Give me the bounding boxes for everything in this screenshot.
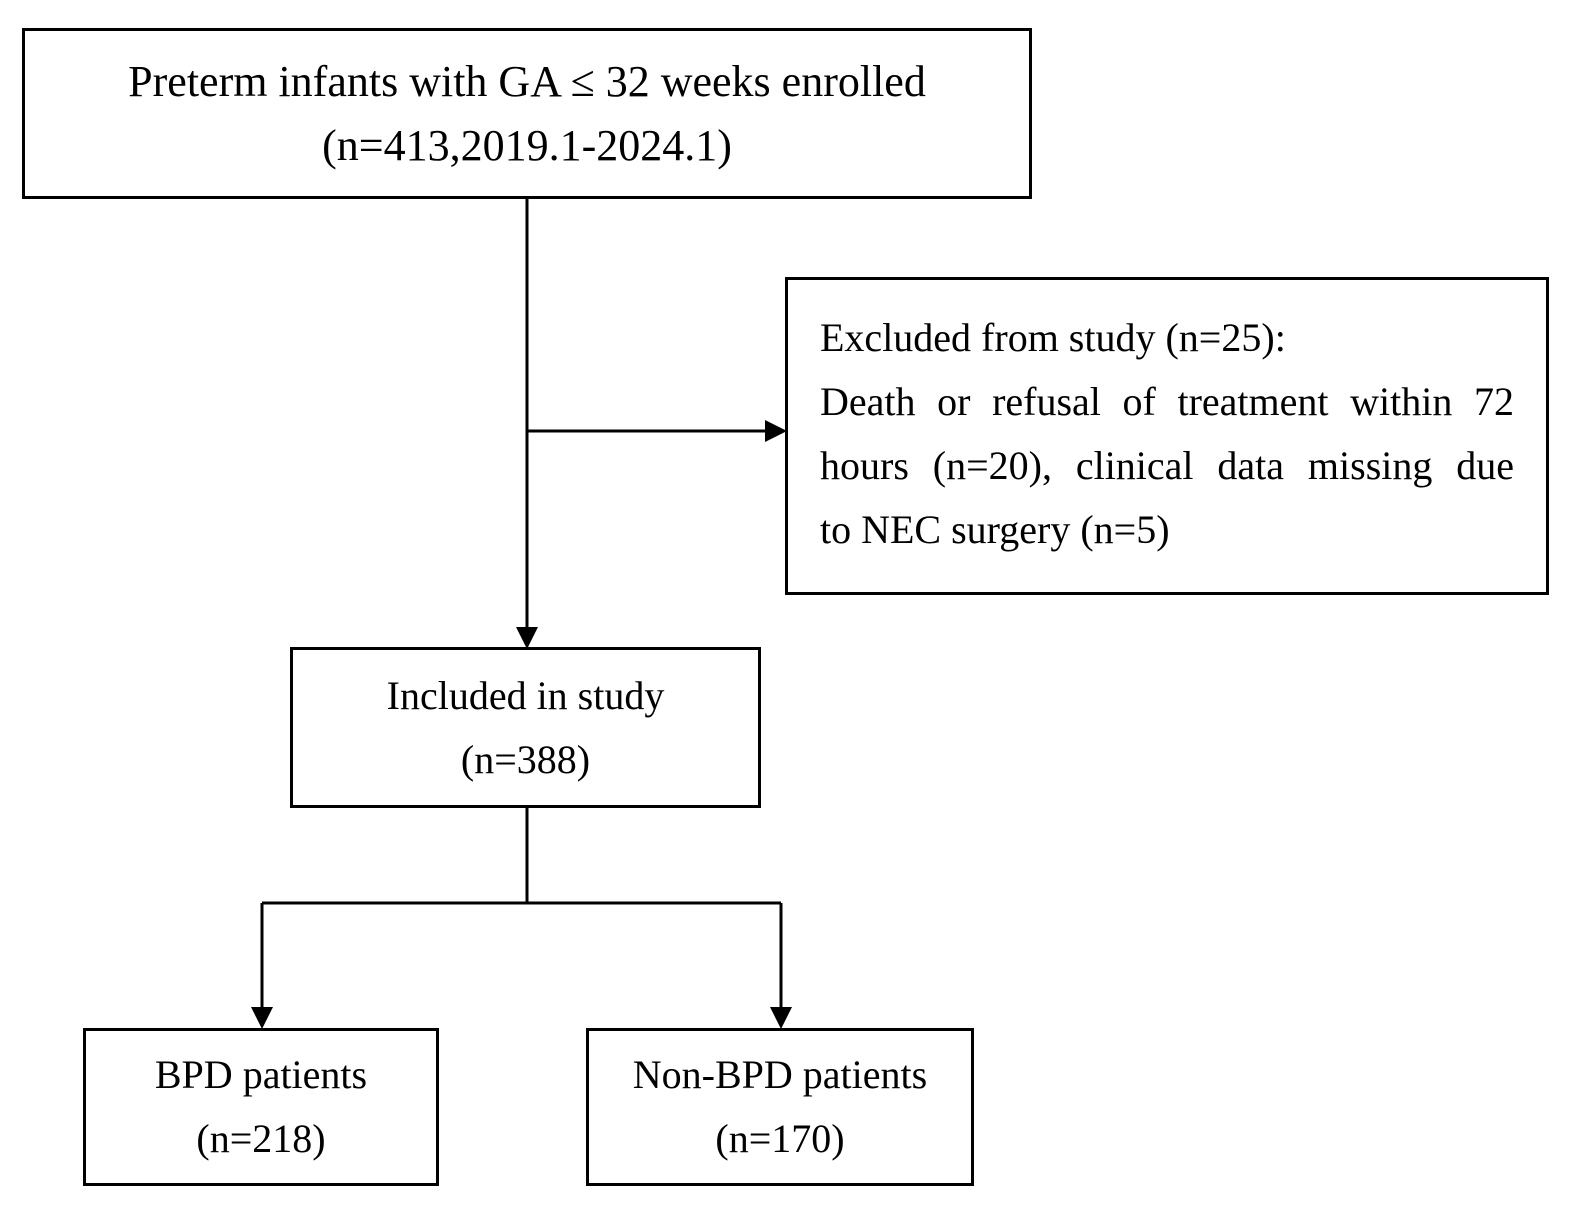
bpd-title: BPD patients [154,1052,368,1097]
included-box: Included in study (n=388) [290,647,761,808]
excluded-reason-line-2: hours (n=20), clinical data missing due [820,443,1514,488]
arrowhead-bpd [251,1007,273,1029]
enrolled-count: (n=413,2019.1-2024.1) [322,120,732,170]
bpd-count: (n=218) [196,1116,326,1161]
excluded-reason-line-1: Death or refusal of treatment within 72 [820,379,1514,424]
non-bpd-count: (n=170) [715,1116,845,1161]
included-count: (n=388) [460,736,591,782]
non-bpd-box: Non-BPD patients (n=170) [586,1028,974,1186]
bpd-box: BPD patients (n=218) [83,1028,439,1186]
enrolled-title: Preterm infants with GA ≤ 32 weeks enrol… [128,56,926,106]
arrowhead-nonbpd [770,1007,792,1029]
excluded-reason-line-3: to NEC surgery (n=5) [820,507,1170,552]
arrowhead-excluded [765,420,787,442]
non-bpd-title: Non-BPD patients [632,1052,928,1097]
included-title: Included in study [386,672,665,718]
excluded-box: Excluded from study (n=25): Death or ref… [785,277,1549,595]
excluded-title: Excluded from study (n=25): [820,315,1286,360]
arrowhead-included [516,627,538,649]
enrolled-box: Preterm infants with GA ≤ 32 weeks enrol… [22,28,1032,199]
